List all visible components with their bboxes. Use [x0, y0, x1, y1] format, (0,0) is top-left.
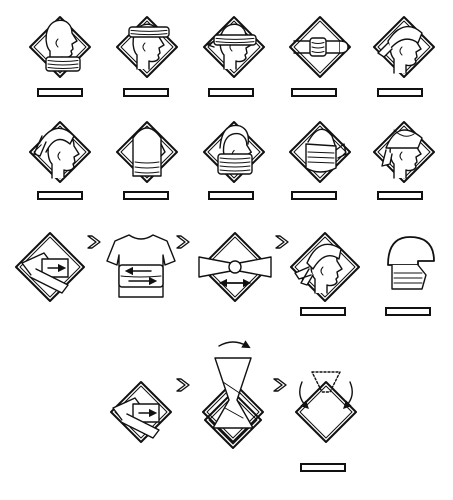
step-face-mask	[289, 121, 351, 183]
step-balaclava	[116, 121, 178, 183]
caption-box	[291, 88, 337, 97]
chevron-right-icon	[87, 235, 101, 249]
step-helmet-liner	[387, 236, 435, 290]
chevron-right-icon	[176, 378, 190, 392]
caption-box	[123, 191, 169, 200]
step-hood-scarf	[203, 121, 265, 183]
step-cap-result	[295, 371, 357, 443]
caption-box	[37, 191, 83, 200]
caption-box	[300, 307, 346, 316]
caption-box	[208, 191, 254, 200]
step-wrist-band	[289, 16, 351, 78]
caption-box	[377, 191, 423, 200]
step-headband	[116, 16, 178, 78]
chevron-right-icon	[176, 235, 190, 249]
step-head-wrap	[373, 16, 435, 78]
caption-box	[385, 307, 431, 316]
caption-box	[37, 88, 83, 97]
row-3	[15, 232, 435, 302]
step-fold-tube	[15, 232, 85, 302]
step-knot-ends	[198, 232, 272, 302]
caption-box	[300, 463, 346, 472]
chevron-right-icon	[273, 378, 287, 392]
row-4	[110, 340, 357, 449]
step-stretch-over-shirt	[106, 234, 176, 298]
caption-box	[377, 88, 423, 97]
step-pirate-cap	[373, 121, 435, 183]
step-fold-tube	[110, 381, 172, 443]
chevron-right-icon	[275, 235, 289, 249]
row-2	[29, 121, 435, 183]
step-twist-tube	[202, 340, 264, 449]
step-eye-band	[203, 16, 265, 78]
caption-box	[208, 88, 254, 97]
step-neck-gaiter	[29, 16, 91, 78]
caption-box	[123, 88, 169, 97]
step-hair-tie	[29, 121, 91, 183]
caption-box	[291, 191, 337, 200]
step-bandana-result	[290, 232, 360, 302]
row-1	[29, 16, 435, 78]
